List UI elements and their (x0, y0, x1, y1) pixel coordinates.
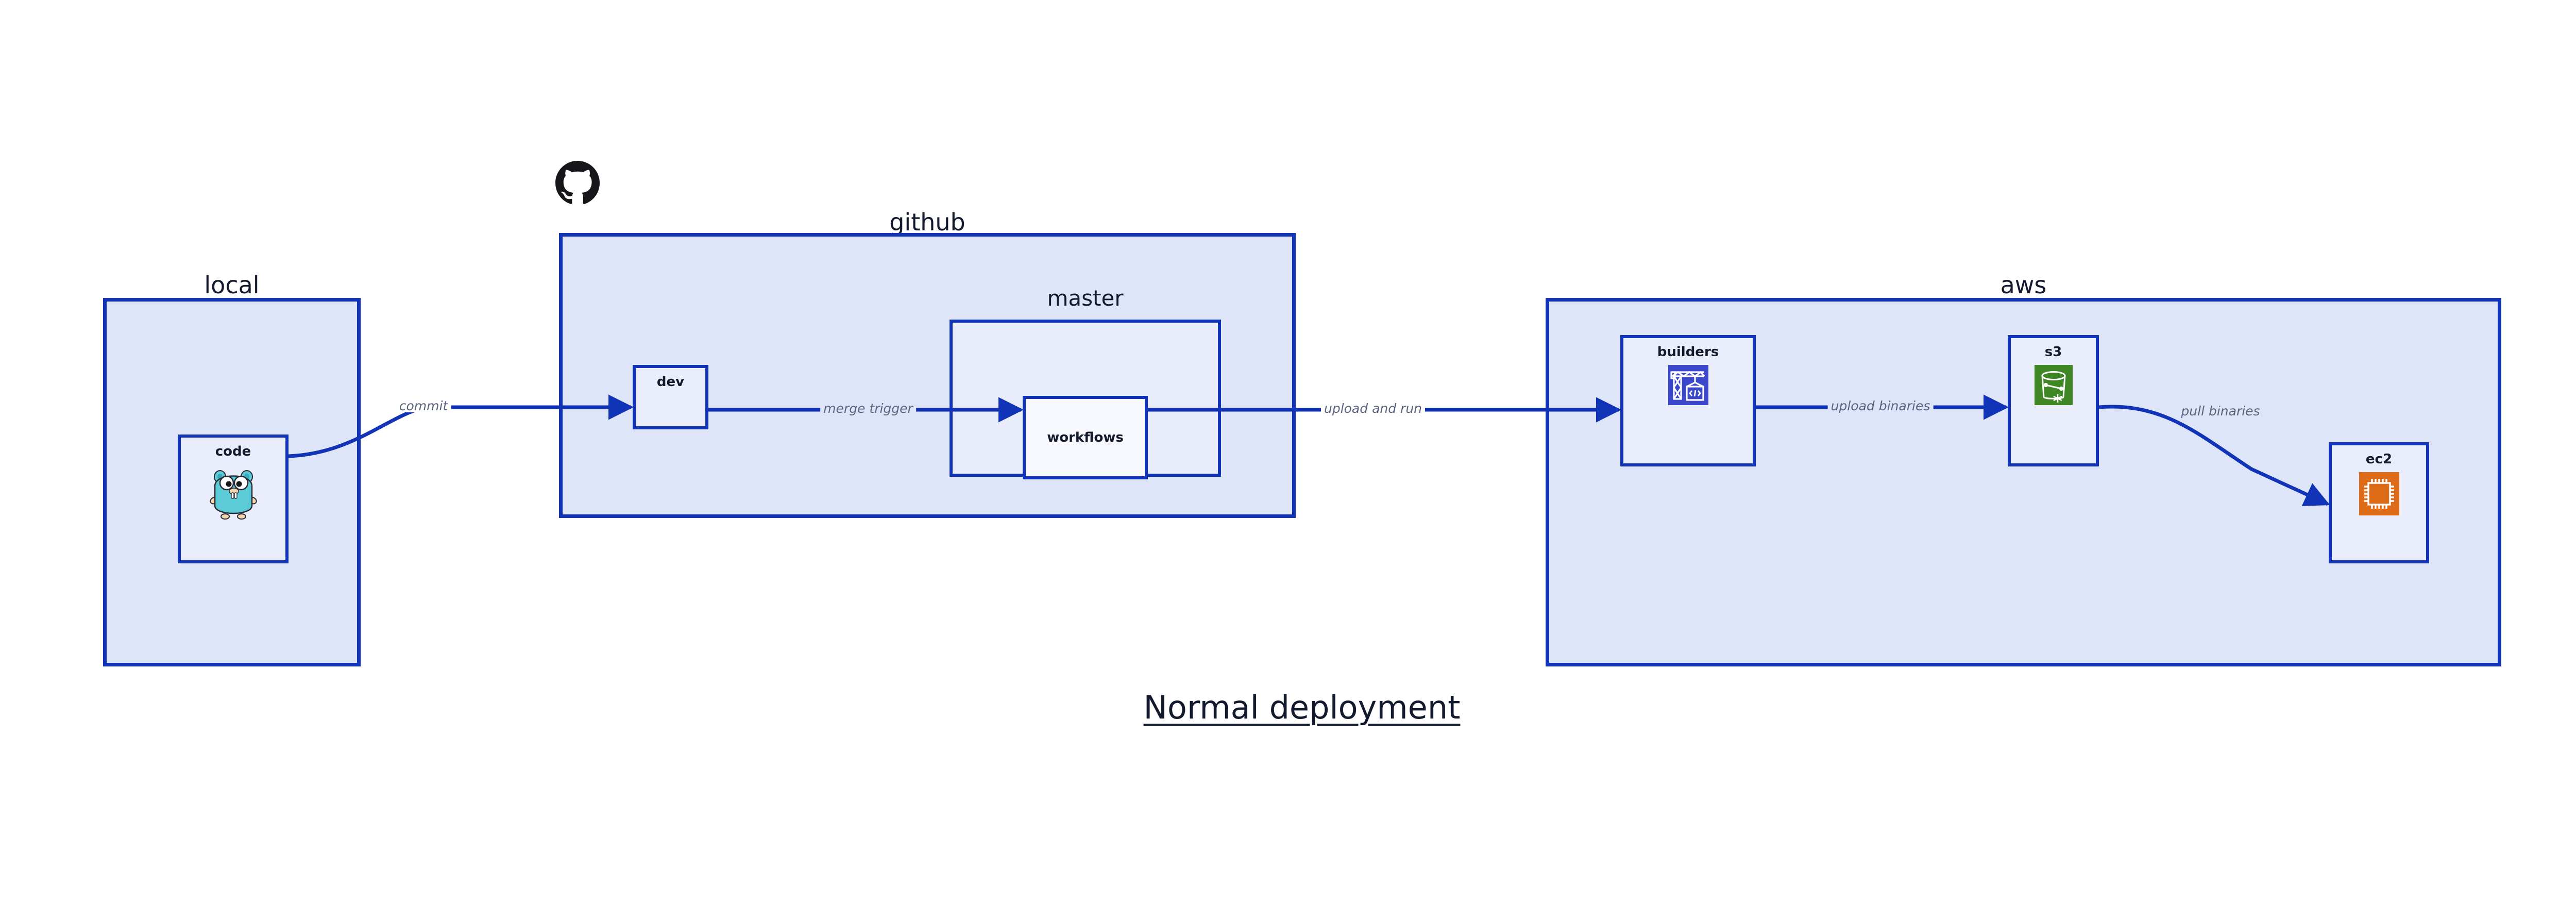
go-gopher-icon (209, 464, 257, 520)
node-label-ec2: ec2 (2365, 452, 2393, 467)
aws-codebuild-icon (1668, 365, 1708, 405)
edge-label-merge-trigger: merge trigger (820, 402, 916, 415)
github-octocat-icon (555, 161, 600, 205)
aws-s3-bucket-icon (2034, 365, 2073, 405)
edge-label-commit: commit (396, 399, 451, 412)
edge-label-upload-binaries: upload binaries (1827, 399, 1934, 412)
node-workflows[interactable]: workflows (1023, 396, 1148, 479)
aws-ec2-chip-icon (2359, 472, 2399, 515)
node-builders[interactable]: builders (1620, 335, 1756, 466)
subgroup-label-master: master (1047, 286, 1124, 311)
node-label-s3: s3 (2044, 344, 2062, 360)
group-label-aws: aws (2000, 271, 2047, 299)
group-label-local: local (204, 271, 260, 299)
node-label-workflows: workflows (1047, 430, 1124, 445)
edge-label-upload-and-run: upload and run (1320, 402, 1426, 415)
edge-label-pull-binaries: pull binaries (2178, 405, 2263, 417)
node-label-code: code (215, 444, 251, 459)
node-dev[interactable]: dev (633, 365, 708, 429)
group-label-github: github (889, 208, 965, 236)
node-label-dev: dev (656, 374, 685, 390)
diagram-caption: Normal deployment (1143, 689, 1461, 726)
node-code[interactable]: code (178, 435, 289, 563)
node-ec2[interactable]: ec2 (2329, 442, 2429, 563)
node-label-builders: builders (1657, 344, 1719, 360)
node-s3[interactable]: s3 (2008, 335, 2099, 466)
